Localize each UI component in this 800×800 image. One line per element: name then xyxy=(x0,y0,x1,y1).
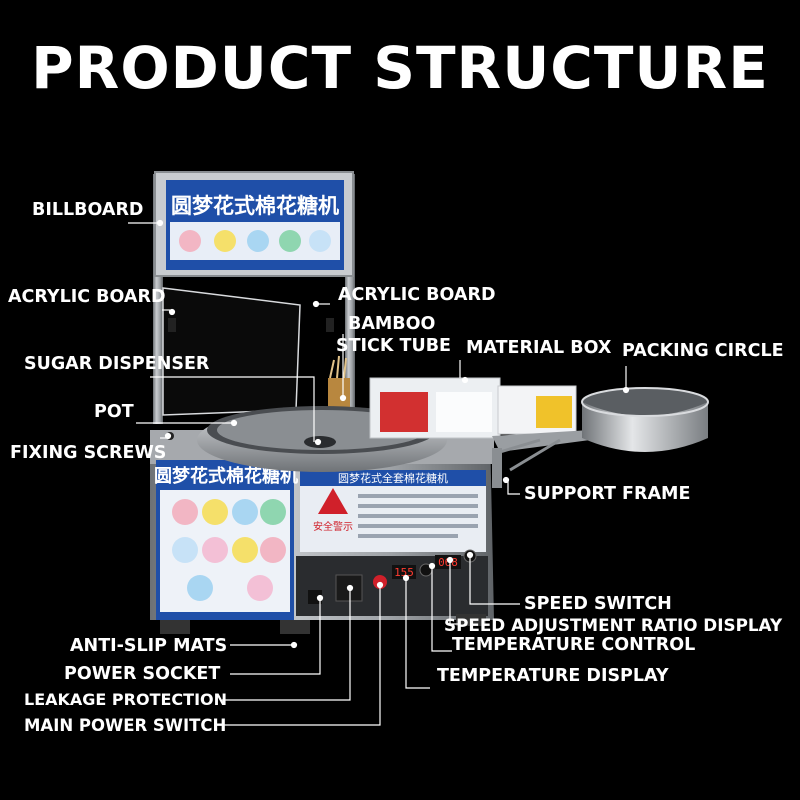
label-stick-tube: STICK TUBE xyxy=(336,336,451,356)
leader-lines xyxy=(128,219,630,726)
support-frame xyxy=(492,430,590,488)
label-material-box: MATERIAL BOX xyxy=(466,338,612,358)
label-main-power-switch: MAIN POWER SWITCH xyxy=(24,716,227,735)
label-pot: POT xyxy=(94,402,134,422)
page-title: PRODUCT STRUCTURE xyxy=(31,34,769,102)
billboard: 圆梦花式棉花糖机 xyxy=(153,171,355,424)
label-bamboo: BAMBOO xyxy=(348,314,436,334)
label-leakage-protection: LEAKAGE PROTECTION xyxy=(24,690,228,709)
panel-text: 圆梦花式全套棉花糖机 xyxy=(338,471,448,485)
label-sugar-dispenser: SUGAR DISPENSER xyxy=(24,354,210,374)
label-anti-slip-mats: ANTI-SLIP MATS xyxy=(70,636,228,656)
acrylic-board xyxy=(162,287,334,416)
billboard-text: 圆梦花式棉花糖机 xyxy=(171,194,339,218)
label-acrylic-board-right: ACRYLIC BOARD xyxy=(338,285,496,305)
label-billboard: BILLBOARD xyxy=(32,200,144,220)
label-power-socket: POWER SOCKET xyxy=(64,664,221,684)
cabinet-text: 圆梦花式棉花糖机 xyxy=(154,465,298,487)
warning-text: 安全警示 xyxy=(313,520,353,533)
packing-circle xyxy=(581,387,709,452)
label-speed-adjustment-ratio-display: SPEED ADJUSTMENT RATIO DISPLAY xyxy=(444,615,783,635)
label-fixing-screws: FIXING SCREWS xyxy=(10,443,167,463)
label-support-frame: SUPPORT FRAME xyxy=(524,484,691,504)
material-box xyxy=(369,377,577,439)
label-temperature-display: TEMPERATURE DISPLAY xyxy=(437,666,669,686)
label-packing-circle: PACKING CIRCLE xyxy=(622,341,784,361)
warning-triangle-icon xyxy=(318,488,348,514)
cabinet: 圆梦花式棉花糖机 圆梦花式全套棉花糖机 安全警示 xyxy=(150,430,494,634)
label-temperature-control: TEMPERATURE CONTROL xyxy=(452,635,696,655)
label-acrylic-board-left: ACRYLIC BOARD xyxy=(8,287,166,307)
label-speed-switch: SPEED SWITCH xyxy=(524,594,672,614)
temp-readout: 155 xyxy=(394,566,414,579)
